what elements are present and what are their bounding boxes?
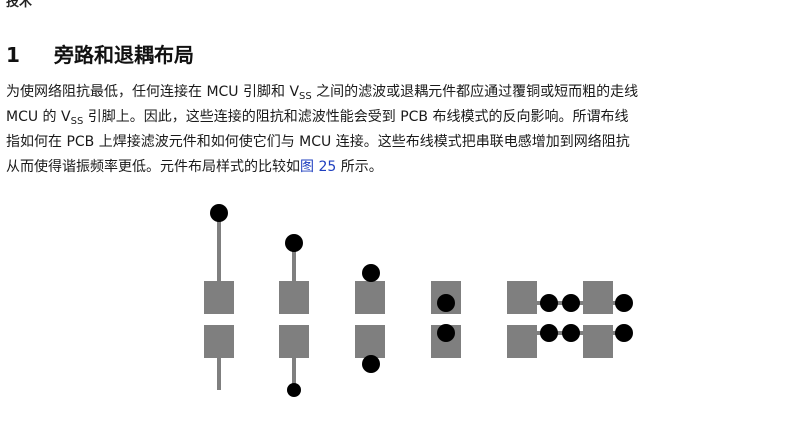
pad bbox=[583, 281, 613, 314]
layout-style-1 bbox=[204, 204, 234, 390]
via-dot bbox=[615, 294, 633, 312]
layout-style-3 bbox=[355, 264, 385, 373]
text-run: 引脚上。因此，这些连接的阻抗和滤波性能会受到 PCB 布线模式的反向影响。所谓布… bbox=[83, 109, 629, 125]
trace bbox=[537, 301, 625, 305]
via-dot bbox=[562, 324, 580, 342]
body-paragraph: 为使网络阻抗最低，任何连接在 MCU 引脚和 VSS 之间的滤波或退耦元件都应通… bbox=[6, 80, 811, 180]
text-run: 从而使得谐振频率更低。元件布局样式的比较如 bbox=[6, 159, 300, 175]
via-dot bbox=[540, 324, 558, 342]
text-run: 之间的滤波或退耦元件都应通过覆铜或短而粗的走线 bbox=[311, 84, 639, 100]
vss-subscript: SS bbox=[299, 91, 312, 102]
pad bbox=[355, 325, 385, 358]
vss-subscript: SS bbox=[70, 116, 84, 127]
pad bbox=[507, 281, 537, 314]
paragraph-line-3: 指如何在 PCB 上焊接滤波元件和如何使它们与 MCU 连接。这些布线模式把串联… bbox=[6, 130, 811, 155]
trace bbox=[217, 213, 221, 307]
pad bbox=[583, 325, 613, 358]
via-dot bbox=[287, 383, 301, 397]
trace bbox=[292, 356, 296, 388]
trace bbox=[292, 243, 296, 307]
layout-style-2 bbox=[279, 234, 309, 397]
pad bbox=[507, 325, 537, 358]
paragraph-line-4: 从而使得谐振频率更低。元件布局样式的比较如图 25 所示。 bbox=[6, 155, 811, 180]
via-dot bbox=[285, 234, 303, 252]
via-dot bbox=[210, 204, 228, 222]
figure-reference-link[interactable]: 图 25 bbox=[300, 159, 337, 175]
layout-comparison-figure bbox=[204, 204, 633, 397]
paragraph-line-2: MCU 的 VSS 引脚上。因此，这些连接的阻抗和滤波性能会受到 PCB 布线模… bbox=[6, 105, 811, 130]
section-heading: 1 旁路和退耦布局 bbox=[6, 39, 194, 68]
trace bbox=[537, 331, 625, 335]
pad bbox=[204, 325, 234, 358]
via-dot bbox=[562, 294, 580, 312]
text-run: 为使网络阻抗最低，任何连接在 MCU 引脚和 V bbox=[6, 84, 300, 100]
layout-style-5 bbox=[507, 281, 633, 358]
text-run: MCU 的 V bbox=[6, 109, 71, 125]
via-dot bbox=[362, 355, 380, 373]
layout-style-4 bbox=[431, 281, 461, 358]
section-title: 旁路和退耦布局 bbox=[54, 43, 194, 67]
pad bbox=[355, 281, 385, 314]
paragraph-line-1: 为使网络阻抗最低，任何连接在 MCU 引脚和 VSS 之间的滤波或退耦元件都应通… bbox=[6, 80, 811, 105]
trace bbox=[217, 356, 221, 390]
section-number: 1 bbox=[6, 43, 20, 67]
via-dot bbox=[615, 324, 633, 342]
pad bbox=[279, 325, 309, 358]
pad bbox=[204, 281, 234, 314]
via-dot bbox=[437, 324, 455, 342]
text-run: 指如何在 PCB 上焊接滤波元件和如何使它们与 MCU 连接。这些布线模式把串联… bbox=[6, 134, 630, 150]
via-dot bbox=[362, 264, 380, 282]
text-run: 所示。 bbox=[336, 159, 383, 175]
via-dot bbox=[437, 294, 455, 312]
via-dot bbox=[540, 294, 558, 312]
pad bbox=[279, 281, 309, 314]
clipped-header-fragment: 技术 bbox=[6, 0, 33, 10]
